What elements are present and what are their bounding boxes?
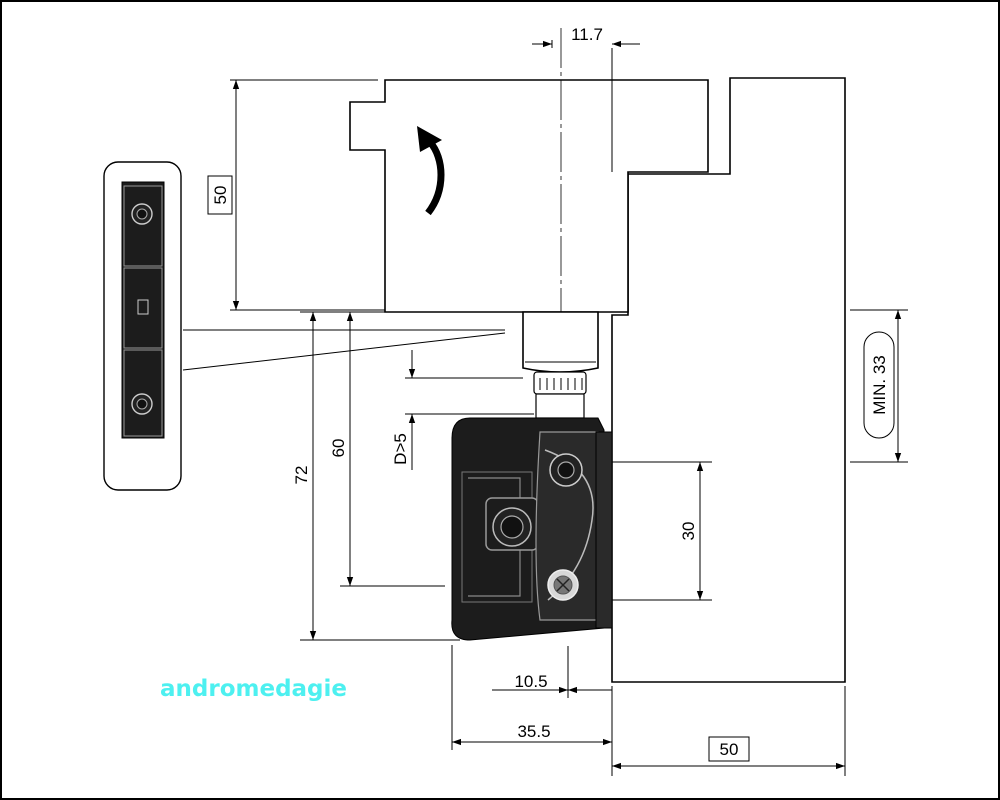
watermark: andromedagie <box>160 676 347 702</box>
fixed-block <box>611 77 846 683</box>
dim-top-offset: 11.7 <box>571 25 603 44</box>
dim-hole-spacing: 30 <box>679 522 698 541</box>
dim-total-height: 72 <box>292 466 311 485</box>
roller-plunger <box>522 311 599 419</box>
rotation-arrow-icon <box>417 126 445 216</box>
dim-offset-small: 10.5 <box>514 672 547 691</box>
dim-actuator-height-box <box>207 175 233 215</box>
dim-mount-height: 60 <box>329 439 348 458</box>
switch-body <box>451 417 613 641</box>
dim-offset-large: 35.5 <box>517 722 550 741</box>
dim-min-gap: MIN. 33 <box>870 355 889 415</box>
dimension-lines <box>232 40 902 770</box>
dim-block-width: 50 <box>720 740 739 759</box>
extension-lines <box>230 40 908 776</box>
dim-clearance: D>5 <box>391 433 410 465</box>
dim-actuator-height: 50 <box>211 186 230 205</box>
dim-block-width-box <box>708 736 750 762</box>
detail-view <box>103 161 182 491</box>
callout-lines <box>182 329 506 371</box>
dim-min-gap-box <box>863 331 895 439</box>
